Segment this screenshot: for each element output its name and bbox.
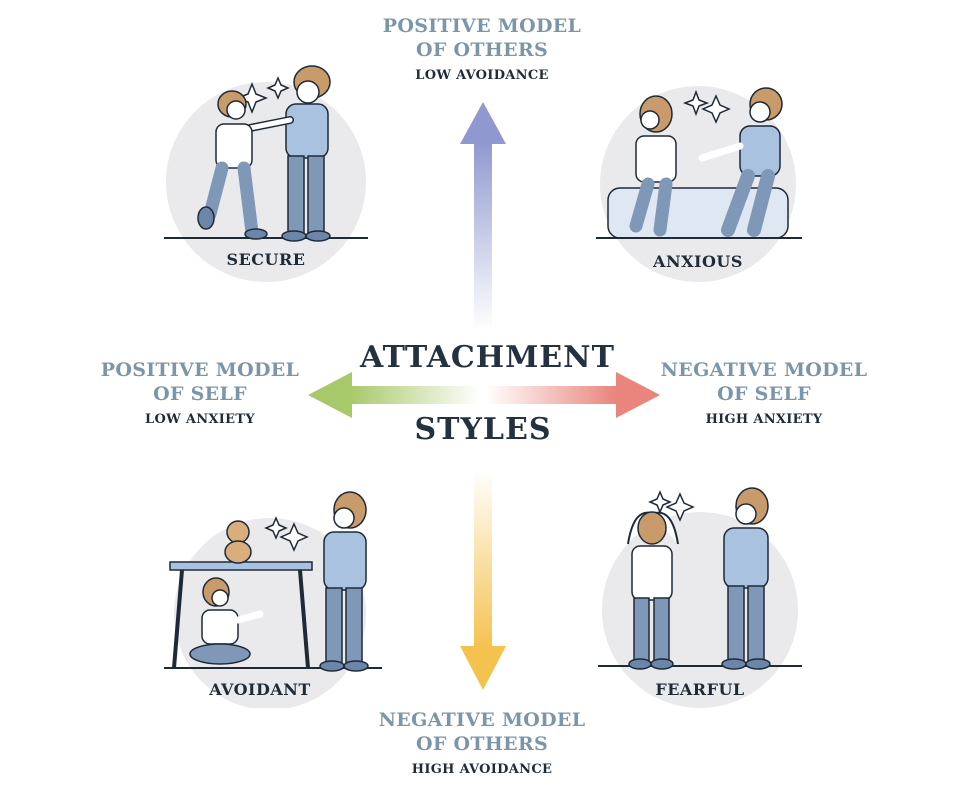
avoidant-label: AVOIDANT xyxy=(160,680,360,699)
fearful-label: FEARFUL xyxy=(594,680,806,699)
avoidant-quadrant: AVOIDANT xyxy=(160,488,386,708)
center-title-line2: STYLES xyxy=(360,412,606,447)
arrow-up xyxy=(460,102,506,330)
avoidant-illustration xyxy=(160,488,386,708)
anxious-label: ANXIOUS xyxy=(590,252,806,271)
teddy-bear-icon xyxy=(227,521,249,543)
sparkle-icon xyxy=(650,492,670,512)
center-title-line1: ATTACHMENT xyxy=(360,340,606,375)
secure-quadrant: SECURE xyxy=(160,64,372,284)
fearful-quadrant: FEARFUL xyxy=(594,484,806,708)
fearful-illustration xyxy=(594,484,806,708)
anxious-quadrant: ANXIOUS xyxy=(590,80,806,286)
arrow-down xyxy=(460,470,506,690)
secure-label: SECURE xyxy=(160,250,372,269)
